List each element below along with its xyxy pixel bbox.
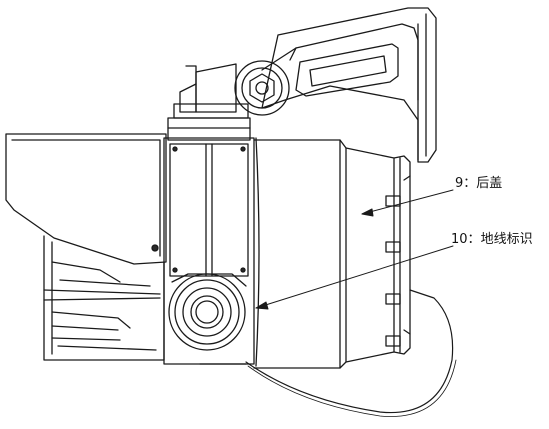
central-body (163, 137, 255, 365)
pivot-hub (179, 60, 290, 116)
rear-housing (253, 137, 395, 369)
callout-text: 地线标识 (480, 232, 533, 247)
sunshade (5, 133, 167, 265)
callout-separator: ： (463, 176, 477, 191)
ground-cable (199, 289, 457, 417)
callout-text: 后盖 (476, 176, 503, 191)
callout-rear-cover: 9：后盖 (455, 176, 502, 192)
callout-ground-mark: 10：地线标识 (451, 232, 533, 248)
leader-lines (255, 189, 454, 310)
rear-cover (385, 155, 411, 355)
lens-gland (168, 273, 247, 351)
callout-separator: ： (467, 232, 481, 247)
callout-number: 10 (451, 232, 468, 247)
mount-bracket (261, 7, 437, 163)
callout-number: 9 (455, 176, 464, 191)
front-housing (43, 235, 165, 361)
neck-yoke (167, 103, 251, 141)
